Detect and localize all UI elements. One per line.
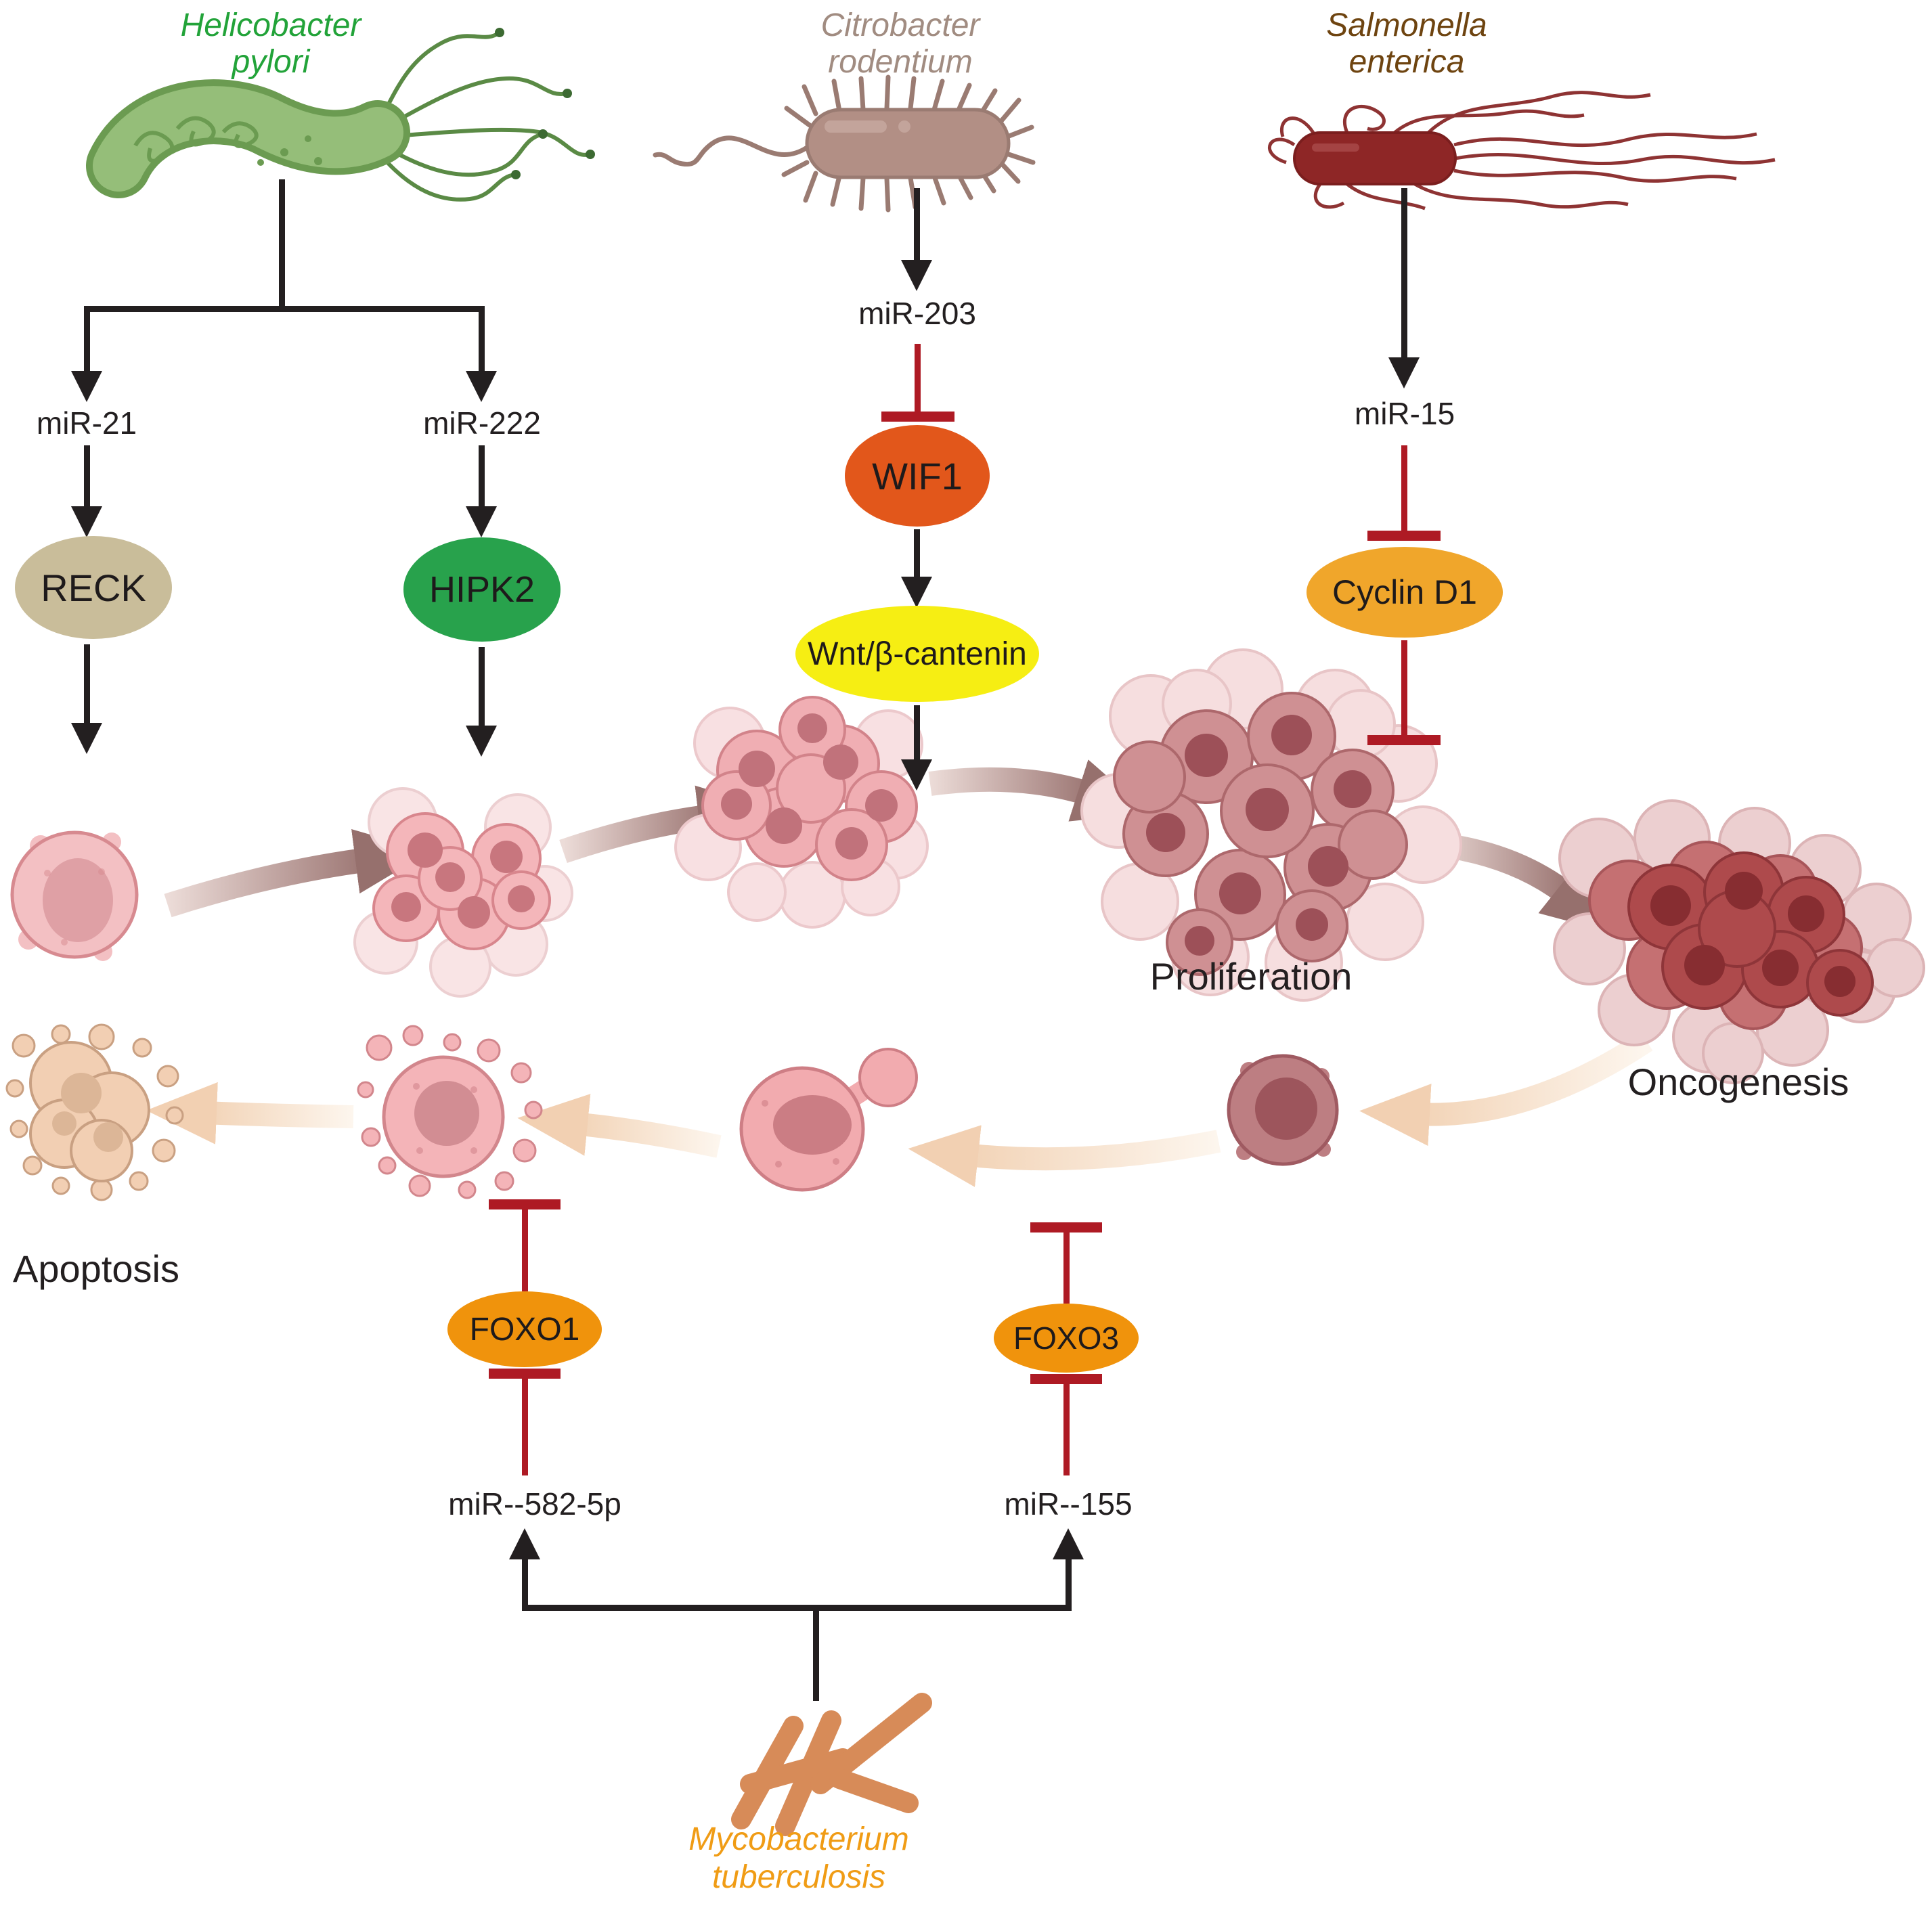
mir222-to-hipk2-line bbox=[479, 445, 485, 508]
apoptotic-cell-pink-icon bbox=[357, 1025, 543, 1199]
branch-left-arrowhead bbox=[71, 371, 102, 402]
small-cell-cluster-icon bbox=[353, 787, 573, 998]
mtb-to-mir155-arrowhead bbox=[1053, 1528, 1084, 1559]
reck-to-cell-line bbox=[84, 644, 90, 724]
proliferation-label: Proliferation bbox=[1149, 955, 1353, 998]
medium-cell-cluster-icon bbox=[674, 696, 929, 929]
mir203-inhibit-cap bbox=[881, 412, 954, 422]
wif1-node: WIF1 bbox=[845, 425, 990, 527]
hipk2-to-cell-line bbox=[479, 647, 485, 727]
mycobacterium-tuberculosis-icon bbox=[731, 1693, 932, 1836]
cyclind1-node: Cyclin D1 bbox=[1307, 547, 1503, 638]
branch-right-arrowhead bbox=[466, 371, 497, 402]
helicobacter-label-line1: Helicobacter bbox=[180, 7, 361, 43]
mir15-inhibit-cap bbox=[1367, 531, 1441, 541]
mtb-right-line bbox=[1066, 1558, 1072, 1610]
mir203-inhibit-stem bbox=[915, 344, 921, 413]
blebbing-cell-icon bbox=[739, 1048, 918, 1192]
mtb-left-line bbox=[522, 1558, 528, 1610]
mtb-branch-line bbox=[522, 1605, 1072, 1611]
wif1-to-wnt-arrowhead bbox=[901, 577, 932, 608]
salmonella-arrowhead bbox=[1388, 357, 1420, 388]
cyclind1-inhibit-stem bbox=[1401, 640, 1407, 736]
branch-right-line bbox=[479, 306, 485, 372]
mir582-inhibit-cap bbox=[489, 1369, 561, 1379]
apoptosis-arrows bbox=[146, 1031, 1653, 1187]
helicobacter-pylori-icon bbox=[86, 28, 595, 202]
apoptosis-label: Apoptosis bbox=[13, 1247, 179, 1290]
foxo3-node: FOXO3 bbox=[994, 1304, 1139, 1373]
mtb-stem-line bbox=[813, 1605, 819, 1701]
single-cell-icon bbox=[10, 830, 139, 961]
mir222-label: miR-222 bbox=[423, 405, 541, 441]
cyclind1-inhibit-cap bbox=[1367, 735, 1441, 745]
mycobacterium-label-line1: Mycobacterium bbox=[688, 1821, 909, 1857]
wif1-to-wnt-line bbox=[914, 529, 920, 578]
hipk2-node: HIPK2 bbox=[403, 537, 561, 642]
wnt-node: Wnt/β-cantenin bbox=[795, 606, 1039, 702]
foxo3-inhibit-up-stem bbox=[1063, 1232, 1070, 1304]
salmonella-enterica-icon bbox=[1267, 91, 1776, 210]
foxo1-inhibit-up-cap bbox=[489, 1199, 561, 1209]
foxo3-inhibit-up-cap bbox=[1030, 1222, 1102, 1232]
hpylori-branch-line bbox=[84, 306, 485, 312]
proliferation-cluster-icon bbox=[1080, 648, 1462, 1002]
reck-node: RECK bbox=[15, 536, 172, 639]
salmonella-label-line1: Salmonella bbox=[1326, 7, 1487, 43]
helicobacter-label-line2: pylori bbox=[232, 44, 310, 80]
mir15-inhibit-stem bbox=[1401, 445, 1407, 532]
foxo1-node: FOXO1 bbox=[447, 1291, 602, 1367]
mir21-to-reck-arrowhead bbox=[71, 506, 102, 537]
mir15-label: miR-15 bbox=[1354, 396, 1455, 431]
salmonella-label-line2: enterica bbox=[1348, 44, 1465, 80]
citrobacter-arrowhead bbox=[901, 260, 932, 291]
mir155-inhibit-cap bbox=[1030, 1374, 1102, 1384]
mir203-label: miR-203 bbox=[858, 296, 976, 331]
oncogenesis-cluster-icon bbox=[1553, 799, 1925, 1084]
mir222-to-hipk2-arrowhead bbox=[466, 506, 497, 537]
mir582-inhibit-stem bbox=[522, 1379, 528, 1475]
wnt-to-cells-line bbox=[914, 705, 920, 761]
hpylori-stem-line bbox=[279, 179, 285, 311]
oncogenesis-label: Oncogenesis bbox=[1627, 1061, 1849, 1103]
mir582-label: miR--582-5p bbox=[448, 1486, 621, 1522]
regressing-cell-icon bbox=[1227, 1054, 1339, 1166]
citrobacter-label-line1: Citrobacter bbox=[820, 7, 980, 43]
hipk2-to-cell-arrowhead bbox=[466, 726, 497, 757]
foxo1-inhibit-up-stem bbox=[522, 1209, 528, 1291]
mir155-label: miR--155 bbox=[1004, 1486, 1133, 1522]
citrobacter-rodentium-icon bbox=[653, 74, 1036, 213]
salmonella-stem-line bbox=[1401, 188, 1407, 359]
citrobacter-stem-line bbox=[914, 188, 920, 261]
mir155-inhibit-stem bbox=[1063, 1384, 1070, 1475]
mtb-to-mir582-arrowhead bbox=[509, 1528, 540, 1559]
wnt-to-cells-arrowhead bbox=[901, 759, 932, 791]
reck-to-cell-arrowhead bbox=[71, 723, 102, 754]
branch-left-line bbox=[84, 306, 90, 372]
mir21-label: miR-21 bbox=[36, 405, 137, 441]
mycobacterium-label-line2: tuberculosis bbox=[711, 1859, 886, 1895]
mir21-to-reck-line bbox=[84, 445, 90, 508]
apoptotic-cell-beige-icon bbox=[5, 1023, 184, 1201]
citrobacter-label-line2: rodentium bbox=[828, 44, 973, 80]
